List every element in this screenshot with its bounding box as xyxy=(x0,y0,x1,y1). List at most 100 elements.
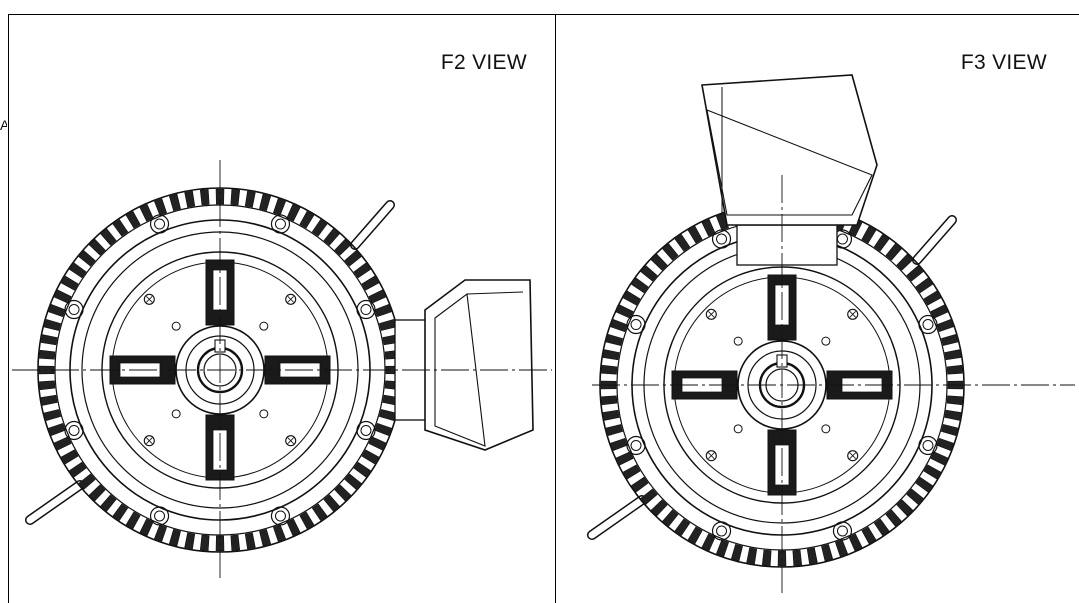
cooling-fin xyxy=(701,533,716,552)
motor-f3-drawing xyxy=(587,74,1075,595)
hub-bolt xyxy=(821,336,831,346)
cooling-fin xyxy=(78,250,96,267)
cover-bolt-mark xyxy=(146,296,153,303)
cooling-fin xyxy=(299,210,315,229)
bolt-hole xyxy=(630,439,642,451)
bolt-boss xyxy=(270,506,291,526)
cooling-fin xyxy=(610,437,628,452)
hub-bolt xyxy=(821,424,831,434)
cooling-fin xyxy=(334,484,352,502)
cooling-fin xyxy=(344,473,362,490)
cooling-fin xyxy=(374,422,392,437)
cover-bolt xyxy=(285,435,297,447)
cooling-fin xyxy=(184,190,196,208)
cooling-fin xyxy=(792,549,803,566)
cooling-fin xyxy=(848,533,863,552)
cooling-fin xyxy=(940,424,959,437)
bolt-hole xyxy=(154,218,166,230)
cooling-fin xyxy=(923,464,942,480)
cooling-fin xyxy=(272,198,287,216)
cooling-fin xyxy=(715,213,730,231)
cover-bolt-mark xyxy=(708,452,715,459)
cooling-fin xyxy=(746,547,758,565)
cooling-fin xyxy=(601,364,618,375)
cooling-fin xyxy=(230,189,241,206)
cooling-fin xyxy=(374,303,392,318)
bolt-boss xyxy=(626,435,646,456)
cover-bolt-mark xyxy=(708,311,715,318)
cooling-fin xyxy=(353,461,371,478)
cooling-fin xyxy=(662,509,679,527)
cooling-fin xyxy=(43,318,62,331)
cover-bolt xyxy=(143,435,155,447)
cooling-fin xyxy=(168,528,181,547)
cooling-fin xyxy=(610,318,628,333)
cooling-fin xyxy=(323,228,340,246)
cooling-fin xyxy=(873,518,890,536)
cooling-fin xyxy=(605,333,624,346)
cooling-fin xyxy=(311,503,328,521)
cover-bolt xyxy=(143,293,155,305)
lifting-lug-inner xyxy=(26,481,84,524)
cooling-fin xyxy=(69,262,87,279)
view-label-f2: F2 VIEW xyxy=(440,51,527,74)
cooling-fin xyxy=(60,449,79,465)
cooling-fin xyxy=(48,303,66,318)
bolt-hole xyxy=(274,510,286,522)
panel-f2-view: F2 VIEW xyxy=(8,14,555,603)
cooling-fin xyxy=(244,532,256,550)
view-label-f3: F3 VIEW xyxy=(960,51,1047,74)
cooling-fin xyxy=(112,219,129,237)
bolt-hole xyxy=(360,304,372,316)
cooling-fin xyxy=(48,422,66,437)
cooling-fin xyxy=(311,219,328,237)
cooling-fin xyxy=(244,190,256,208)
cooling-fin xyxy=(915,277,933,294)
cooling-fin xyxy=(100,494,117,512)
bolt-boss xyxy=(711,229,732,249)
cooling-fin xyxy=(674,234,691,252)
cooling-fin xyxy=(715,539,730,557)
hub-bolt xyxy=(171,321,181,331)
cooling-fin xyxy=(930,451,949,466)
cooling-fin xyxy=(259,528,272,547)
cooling-fin xyxy=(215,188,225,205)
bolt-boss xyxy=(832,521,853,541)
bolt-hole xyxy=(836,525,848,537)
cooling-fin xyxy=(687,225,703,244)
bolt-boss xyxy=(356,299,376,320)
bolt-hole xyxy=(836,233,848,245)
cover-bolt xyxy=(285,293,297,305)
motor-f2-drawing xyxy=(12,160,552,580)
cooling-fin xyxy=(730,543,743,562)
bolt-boss xyxy=(270,214,291,234)
cooling-fin xyxy=(946,364,963,375)
cooling-fin xyxy=(153,524,168,542)
cooling-fin xyxy=(40,394,58,406)
cooling-fin xyxy=(184,532,196,550)
cooling-fin xyxy=(885,509,902,527)
cooling-fin xyxy=(622,290,641,306)
cooling-fin xyxy=(378,409,397,422)
bolt-hole xyxy=(630,319,642,331)
bolt-hole xyxy=(274,218,286,230)
cooling-fin xyxy=(687,526,703,545)
cooling-fin xyxy=(125,511,141,530)
cover-bolt xyxy=(705,450,717,462)
cover-bolt-mark xyxy=(287,296,294,303)
cooling-fin xyxy=(60,275,79,291)
cooling-fin xyxy=(353,262,371,279)
cooling-fin xyxy=(361,275,380,291)
bolt-hole xyxy=(68,304,80,316)
cooling-fin xyxy=(906,488,924,505)
shaft-inner xyxy=(203,353,237,387)
cooling-fin xyxy=(43,409,62,422)
cooling-fin xyxy=(39,349,56,360)
cooling-fin xyxy=(640,488,658,505)
bolt-boss xyxy=(356,420,376,441)
bolt-boss xyxy=(626,314,646,335)
cooling-fin xyxy=(944,409,962,421)
cooling-fin xyxy=(946,395,963,406)
cooling-fin xyxy=(602,409,620,421)
